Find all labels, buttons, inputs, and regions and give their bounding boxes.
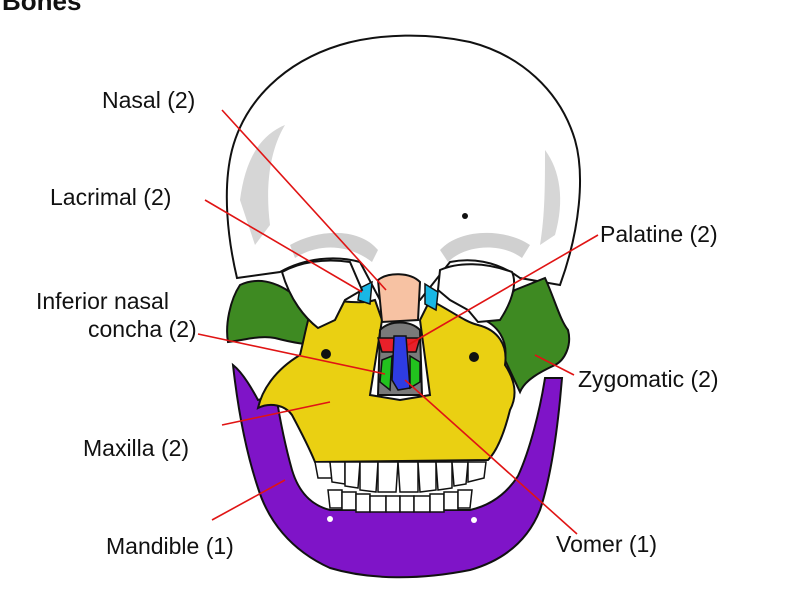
lower-teeth <box>327 489 473 513</box>
leader-line-zygomatic <box>534 354 575 376</box>
nasal-bone <box>376 273 422 324</box>
leader-line-inferior-concha <box>197 333 386 375</box>
mental-foramen-left <box>327 516 333 522</box>
label-mandible: Mandible (1) <box>106 533 234 559</box>
leader-line-maxilla <box>221 401 331 426</box>
leader-lines <box>197 109 599 535</box>
leader-line-nasal <box>221 109 387 291</box>
upper-teeth <box>314 461 487 493</box>
orbit-right <box>436 263 516 324</box>
infraorbital-foramen-right <box>469 352 479 362</box>
inferior-concha-right <box>409 354 421 390</box>
cranium <box>225 34 581 301</box>
label-inferior-nasal-line2: concha (2) <box>88 316 197 342</box>
infraorbital-foramen-left <box>321 349 331 359</box>
cranium-shading-right <box>540 150 561 245</box>
brow-shading <box>290 232 530 262</box>
label-lacrimal: Lacrimal (2) <box>50 184 172 210</box>
leader-line-lacrimal <box>204 199 363 293</box>
mental-foramen-right <box>471 517 477 523</box>
lacrimal-right <box>424 282 439 312</box>
zygomatic-left <box>226 279 322 347</box>
label-palatine: Palatine (2) <box>600 221 718 247</box>
leader-line-palatine <box>407 234 599 346</box>
supraorbital-foramen-right <box>462 213 468 219</box>
inferior-concha-left <box>379 354 393 392</box>
diagram-title: Bones <box>2 0 82 16</box>
label-inferior-nasal-line1: Inferior nasal <box>36 288 169 314</box>
leader-line-mandible <box>211 479 286 521</box>
label-nasal: Nasal (2) <box>102 87 196 113</box>
cranium-shading-left <box>240 125 285 245</box>
label-zygomatic: Zygomatic (2) <box>578 366 719 392</box>
orbit-left <box>280 259 364 330</box>
label-vomer: Vomer (1) <box>556 531 657 557</box>
mandible-bone <box>231 362 564 579</box>
vomer-bone <box>391 335 411 391</box>
label-maxilla: Maxilla (2) <box>83 435 190 461</box>
leader-line-vomer <box>404 379 578 535</box>
